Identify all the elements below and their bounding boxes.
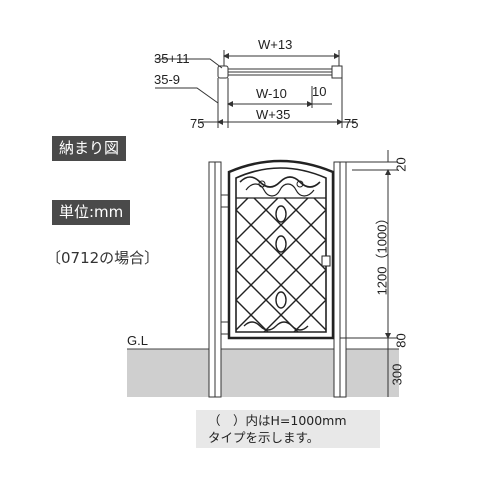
plan-offset-bottom-label: 35-9 <box>154 72 181 87</box>
gate-panel <box>227 159 335 340</box>
note-box: （ ）内はH=1000mm タイプを示します。 <box>196 410 380 448</box>
plan-total-label: W+35 <box>256 107 291 122</box>
right-post <box>333 161 347 398</box>
ground-label: G.L <box>127 333 148 348</box>
model-label: 〔0712の場合〕 <box>46 249 160 267</box>
height-dimensions <box>340 150 398 397</box>
note-line-1: （ ）内はH=1000mm <box>208 413 347 428</box>
ground-band <box>127 349 399 397</box>
plan-inner-label: W-10 <box>256 86 287 101</box>
plan-gap-label: 10 <box>312 84 327 99</box>
bottom-gap-label: 80 <box>393 333 409 348</box>
plan-view <box>155 50 356 128</box>
title-badge: 納まり図 <box>52 136 127 161</box>
plan-offset-top-label: 35+11 <box>154 51 190 66</box>
note-line-2: タイプを示します。 <box>208 430 320 445</box>
plan-left-margin-label: 75 <box>190 116 205 131</box>
unit-badge: 単位:mm <box>52 200 131 225</box>
plan-right-margin-label: 75 <box>344 116 359 131</box>
height-label: 1200（1000） <box>374 211 390 296</box>
left-post <box>208 161 230 398</box>
embed-depth-label: 300 <box>389 363 405 386</box>
top-gap-label: 20 <box>393 157 409 172</box>
plan-width-label: W+13 <box>258 37 293 52</box>
